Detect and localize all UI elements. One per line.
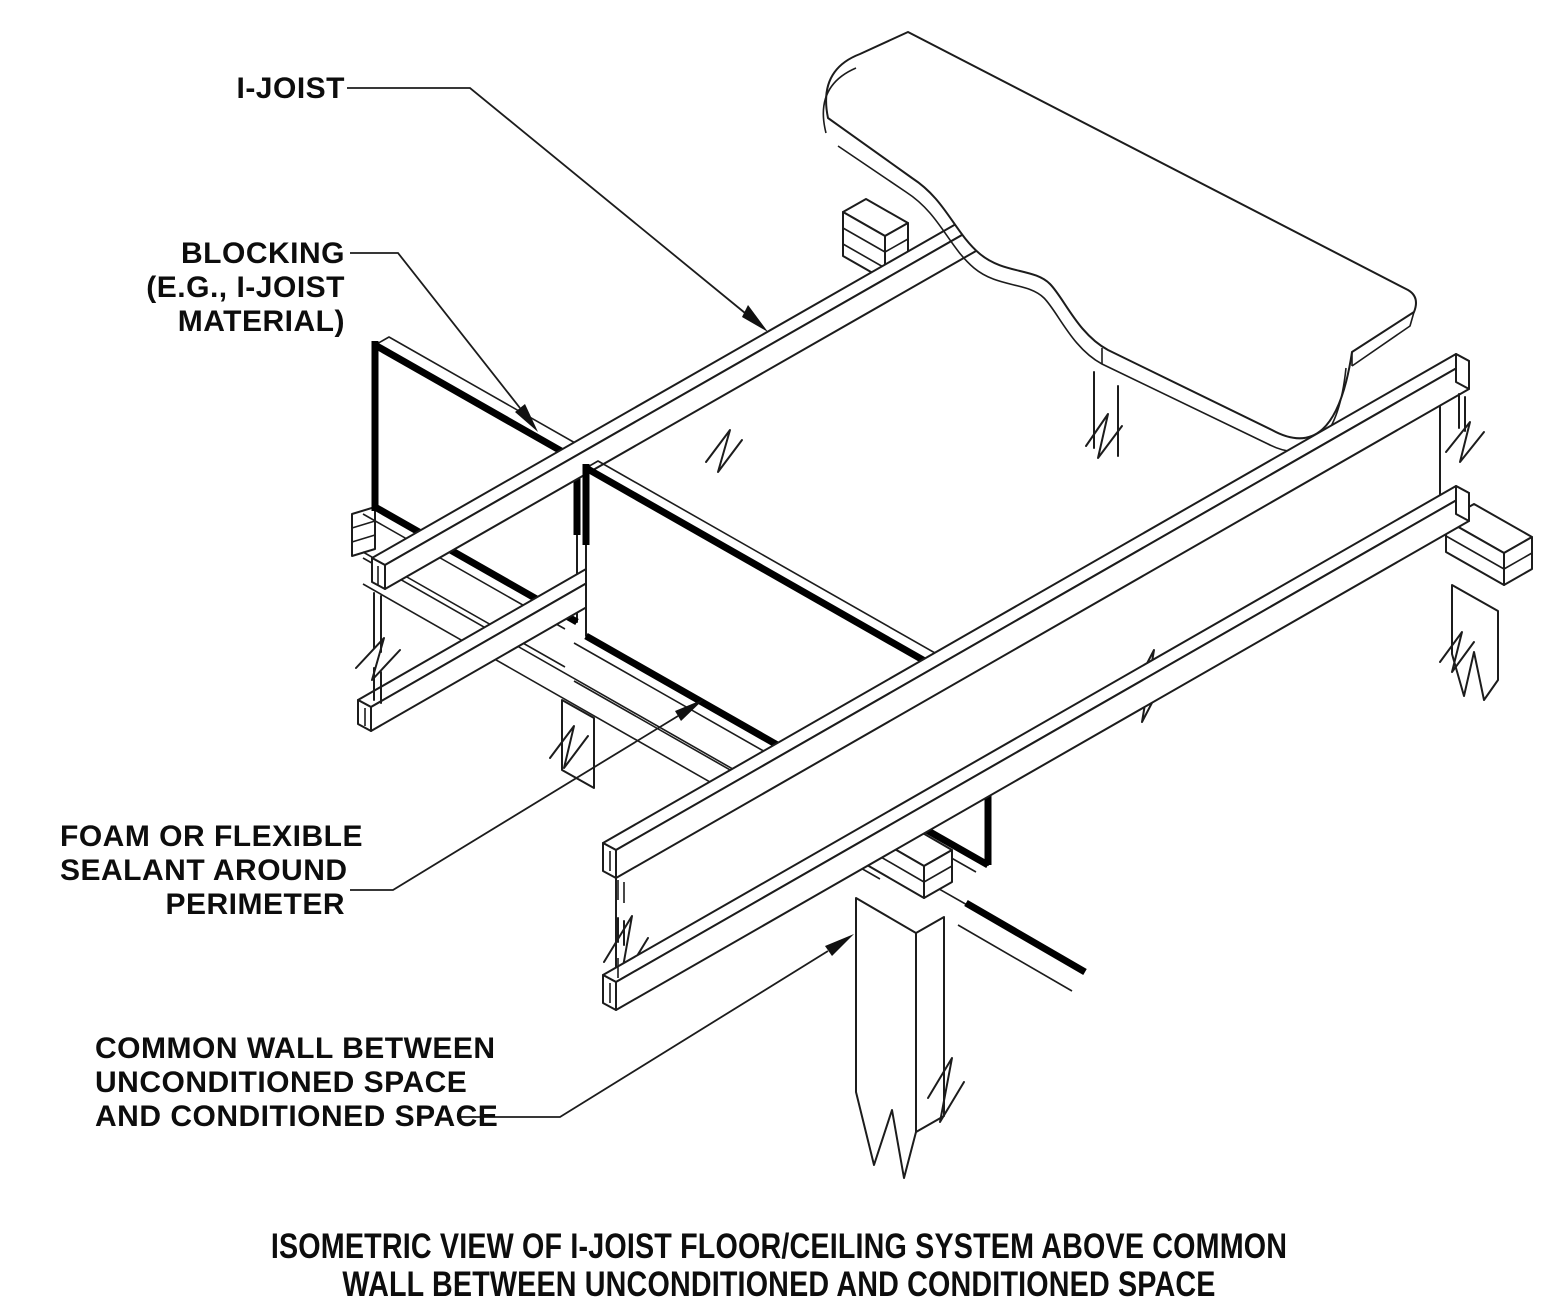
label-line: AND CONDITIONED SPACE — [95, 1100, 499, 1133]
label-line: COMMON WALL BETWEEN — [95, 1032, 496, 1065]
leader-i-joist — [347, 87, 768, 332]
leader-common-wall — [458, 934, 854, 1118]
label-line: PERIMETER — [165, 888, 345, 921]
title-line-2: WALL BETWEEN UNCONDITIONED AND CONDITION… — [342, 1265, 1216, 1304]
arrowhead-icon — [825, 934, 854, 956]
label-line: I-JOIST — [236, 72, 345, 105]
foam-sealant-line-far — [957, 899, 1087, 992]
label-blocking: BLOCKING (E.G., I-JOIST MATERIAL) — [100, 237, 345, 339]
i-joist-center — [355, 215, 984, 732]
leader-blocking — [350, 252, 538, 432]
blocking-panel-left — [351, 336, 592, 668]
arrowhead-icon — [742, 305, 768, 332]
common-wall-stud — [847, 805, 965, 1179]
label-line: MATERIAL) — [177, 305, 345, 338]
label-line: SEALANT AROUND — [60, 854, 348, 887]
floor-sheathing — [822, 31, 1417, 453]
label-common-wall: COMMON WALL BETWEEN UNCONDITIONED SPACE … — [95, 1032, 499, 1134]
rear-wall-stud-broken — [1085, 371, 1123, 459]
label-line: FOAM OR FLEXIBLE — [60, 820, 363, 853]
label-line: BLOCKING — [181, 237, 345, 270]
title-line-1: ISOMETRIC VIEW OF I-JOIST FLOOR/CEILING … — [270, 1227, 1288, 1266]
drawing-title: ISOMETRIC VIEW OF I-JOIST FLOOR/CEILING … — [0, 1228, 1558, 1304]
leader-foam-sealant — [350, 699, 704, 891]
label-line: (E.G., I-JOIST — [146, 271, 345, 304]
i-joist-front — [602, 353, 1485, 1011]
label-line: UNCONDITIONED SPACE — [95, 1066, 468, 1099]
label-foam-sealant: FOAM OR FLEXIBLE SEALANT AROUND PERIMETE… — [60, 820, 363, 922]
wall-stud-right — [1439, 503, 1533, 701]
arrowhead-icon — [515, 404, 538, 432]
wall-stud-left — [549, 699, 595, 789]
arrowhead-icon — [675, 699, 704, 721]
label-i-joist: I-JOIST — [100, 72, 345, 106]
